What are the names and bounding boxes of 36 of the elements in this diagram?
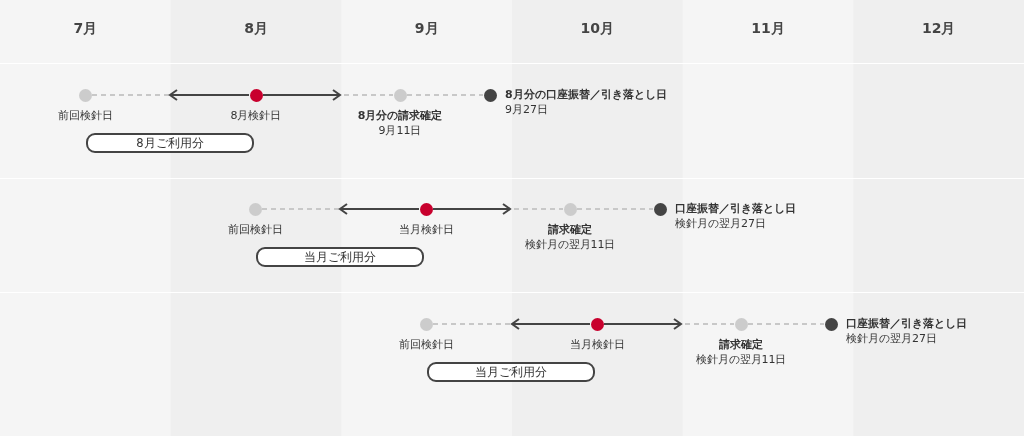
date-label: 検針月の翌月27日	[846, 331, 937, 346]
date-label: 8月検針日	[230, 108, 282, 123]
date-label: 前回検針日	[57, 108, 113, 123]
date-label: 9月27日	[505, 102, 548, 117]
date-label: 検針月の翌月27日	[675, 216, 766, 231]
arrow	[603, 318, 682, 330]
period-pill: 当月ご利用分	[256, 247, 424, 267]
dashed-line	[576, 208, 654, 210]
date-label: 8月分の口座振替／引き落とし日	[505, 87, 667, 102]
month-header: 8月	[244, 20, 268, 38]
date-label: 当月検針日	[398, 222, 454, 237]
month-header: 7月	[73, 20, 98, 38]
month-header: 10月	[580, 20, 615, 38]
date-label: 請求確定	[719, 337, 763, 352]
arrow	[169, 89, 250, 101]
date-label: 前回検針日	[398, 337, 454, 352]
arrow	[262, 89, 341, 101]
month-header: 11月	[751, 20, 785, 38]
date-label: 検針月の翌月11日	[524, 237, 616, 252]
date-label: 当月検針日	[569, 337, 625, 352]
arrow	[511, 318, 591, 330]
month-header: 12月	[921, 20, 956, 38]
date-label: 口座振替／引き落とし日	[846, 316, 967, 331]
date-label: 口座振替／引き落とし日	[675, 201, 796, 216]
arrow	[432, 203, 511, 215]
date-label: 請求確定	[548, 222, 592, 237]
arrow	[339, 203, 420, 215]
dashed-line	[406, 94, 484, 96]
date-label: 前回検針日	[227, 222, 283, 237]
date-label: 8月分の請求確定	[357, 108, 443, 123]
period-pill: 当月ご利用分	[427, 362, 595, 382]
month-header: 9月	[414, 20, 439, 38]
dashed-line	[747, 323, 825, 325]
date-label: 検針月の翌月11日	[695, 352, 787, 367]
period-pill: 8月ご利用分	[86, 133, 254, 153]
date-label: 9月11日	[378, 123, 422, 138]
